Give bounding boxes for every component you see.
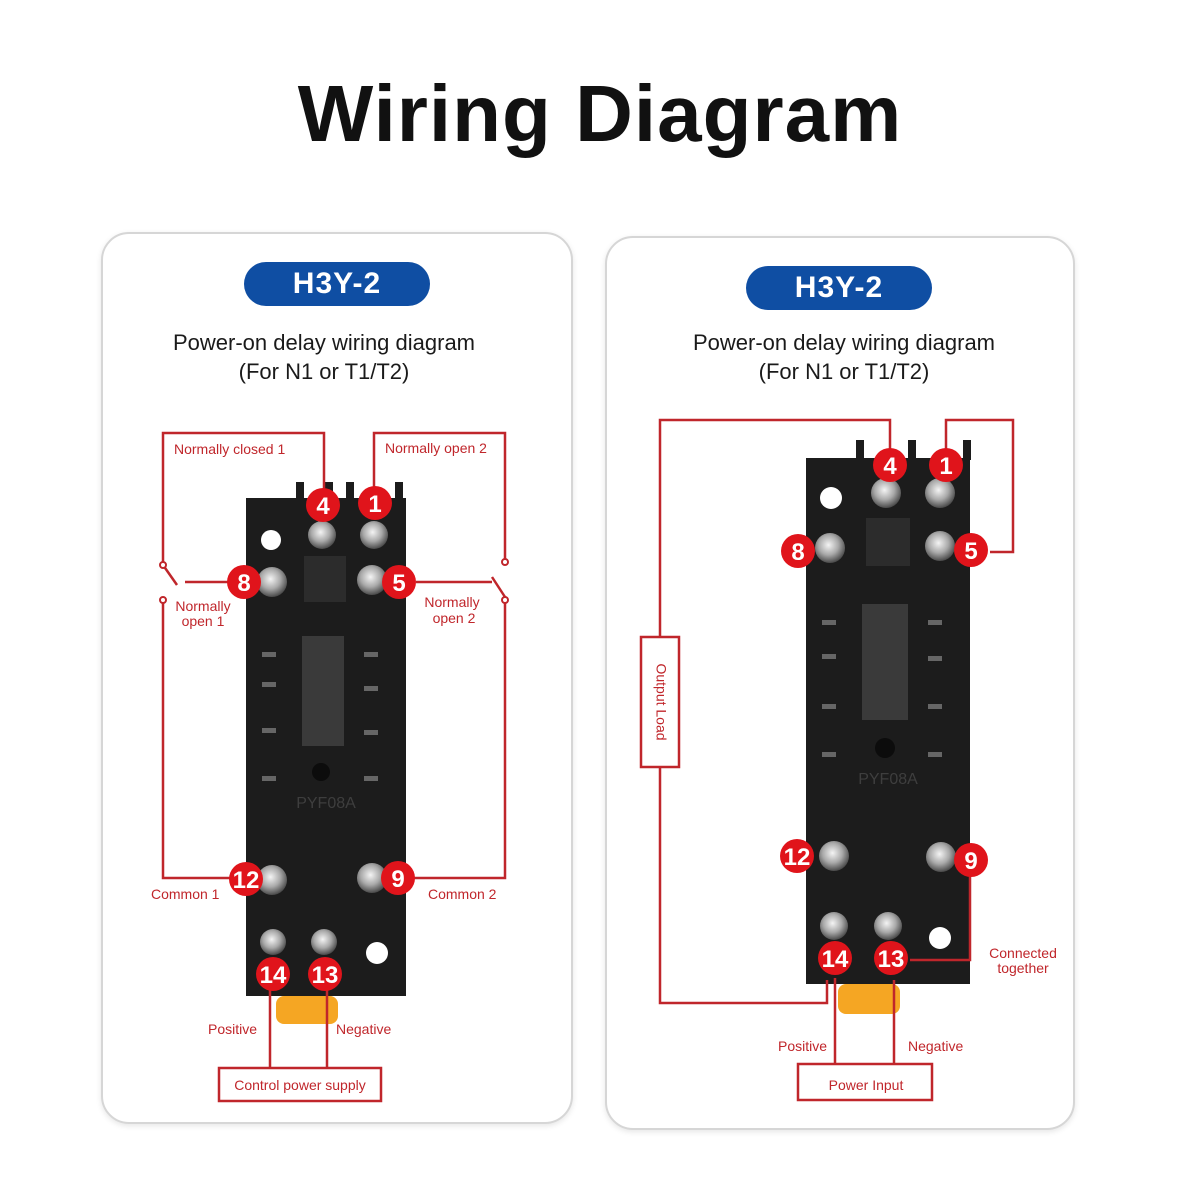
terminal-13-marker: 13 — [312, 962, 339, 989]
terminal-13-marker: 13 — [878, 946, 905, 973]
terminal-4-marker: 4 — [316, 493, 330, 520]
left-relay-base: PYF08A — [246, 482, 406, 1024]
terminal-8-marker: 8 — [791, 539, 804, 566]
terminal-14-marker: 14 — [260, 962, 287, 989]
mounting-hole-icon — [261, 530, 281, 550]
right-terminal-markers: 4 1 8 5 12 9 14 13 — [780, 448, 988, 975]
terminal-9-marker: 9 — [391, 866, 404, 893]
terminal-5-marker: 5 — [964, 538, 977, 565]
label-control-power-supply: Control power supply — [234, 1077, 366, 1093]
terminal-14-marker: 14 — [822, 946, 849, 973]
terminal-1-marker: 1 — [368, 491, 381, 518]
terminal-4-marker: 4 — [883, 453, 897, 480]
base-marking: PYF08A — [296, 795, 356, 812]
right-model-badge: H3Y-2 — [746, 266, 932, 310]
left-wires — [159, 431, 509, 1103]
terminal-12-marker: 12 — [784, 844, 811, 871]
label-negative: Negative — [908, 1038, 963, 1054]
mounting-hole-icon — [366, 942, 388, 964]
terminal-1-marker: 1 — [939, 453, 952, 480]
label-positive: Positive — [778, 1038, 827, 1054]
right-relay-base: PYF08A — [806, 440, 971, 1014]
label-normally-open-2-a: Normally — [424, 594, 479, 610]
label-normally-open-1-a: Normally — [175, 598, 230, 614]
right-subtitle: Power-on delay wiring diagram (For N1 or… — [621, 328, 1067, 386]
left-subtitle-line1: Power-on delay wiring diagram — [172, 330, 476, 355]
right-labels: Output Load Connected together Positive … — [653, 663, 1057, 1093]
label-output-load: Output Load — [653, 663, 669, 740]
right-subtitle-line1: Power-on delay wiring diagram — [692, 330, 996, 355]
label-together: together — [997, 960, 1049, 976]
left-subtitle-line2: (For N1 or T1/T2) — [238, 359, 410, 384]
mounting-hole-icon — [820, 487, 842, 509]
label-normally-open-1-b: open 1 — [182, 613, 225, 629]
right-subtitle-line2: (For N1 or T1/T2) — [758, 359, 930, 384]
indicator-light — [276, 996, 338, 1024]
label-normally-closed-1: Normally closed 1 — [174, 441, 285, 457]
terminal-5-marker: 5 — [392, 570, 405, 597]
terminal-9-marker: 9 — [964, 848, 977, 875]
left-labels: Normally closed 1 Normally open 2 Normal… — [151, 440, 497, 1093]
terminal-8-marker: 8 — [237, 570, 250, 597]
right-wires — [639, 418, 1015, 1102]
mounting-hole-icon — [929, 927, 951, 949]
label-common-1: Common 1 — [151, 886, 220, 902]
base-marking: PYF08A — [858, 771, 918, 788]
label-normally-open-2-b: open 2 — [433, 610, 476, 626]
label-connected: Connected — [989, 945, 1057, 961]
left-model-badge: H3Y-2 — [244, 262, 430, 306]
left-subtitle: Power-on delay wiring diagram (For N1 or… — [101, 328, 547, 386]
left-terminal-markers: 4 1 8 5 12 9 14 13 — [227, 486, 416, 991]
indicator-light — [838, 984, 900, 1014]
terminal-12-marker: 12 — [233, 867, 260, 894]
label-common-2: Common 2 — [428, 886, 497, 902]
label-negative: Negative — [336, 1021, 391, 1037]
label-positive: Positive — [208, 1021, 257, 1037]
page-title: Wiring Diagram — [297, 69, 903, 158]
label-normally-open-2: Normally open 2 — [385, 440, 487, 456]
label-power-input: Power Input — [829, 1077, 904, 1093]
